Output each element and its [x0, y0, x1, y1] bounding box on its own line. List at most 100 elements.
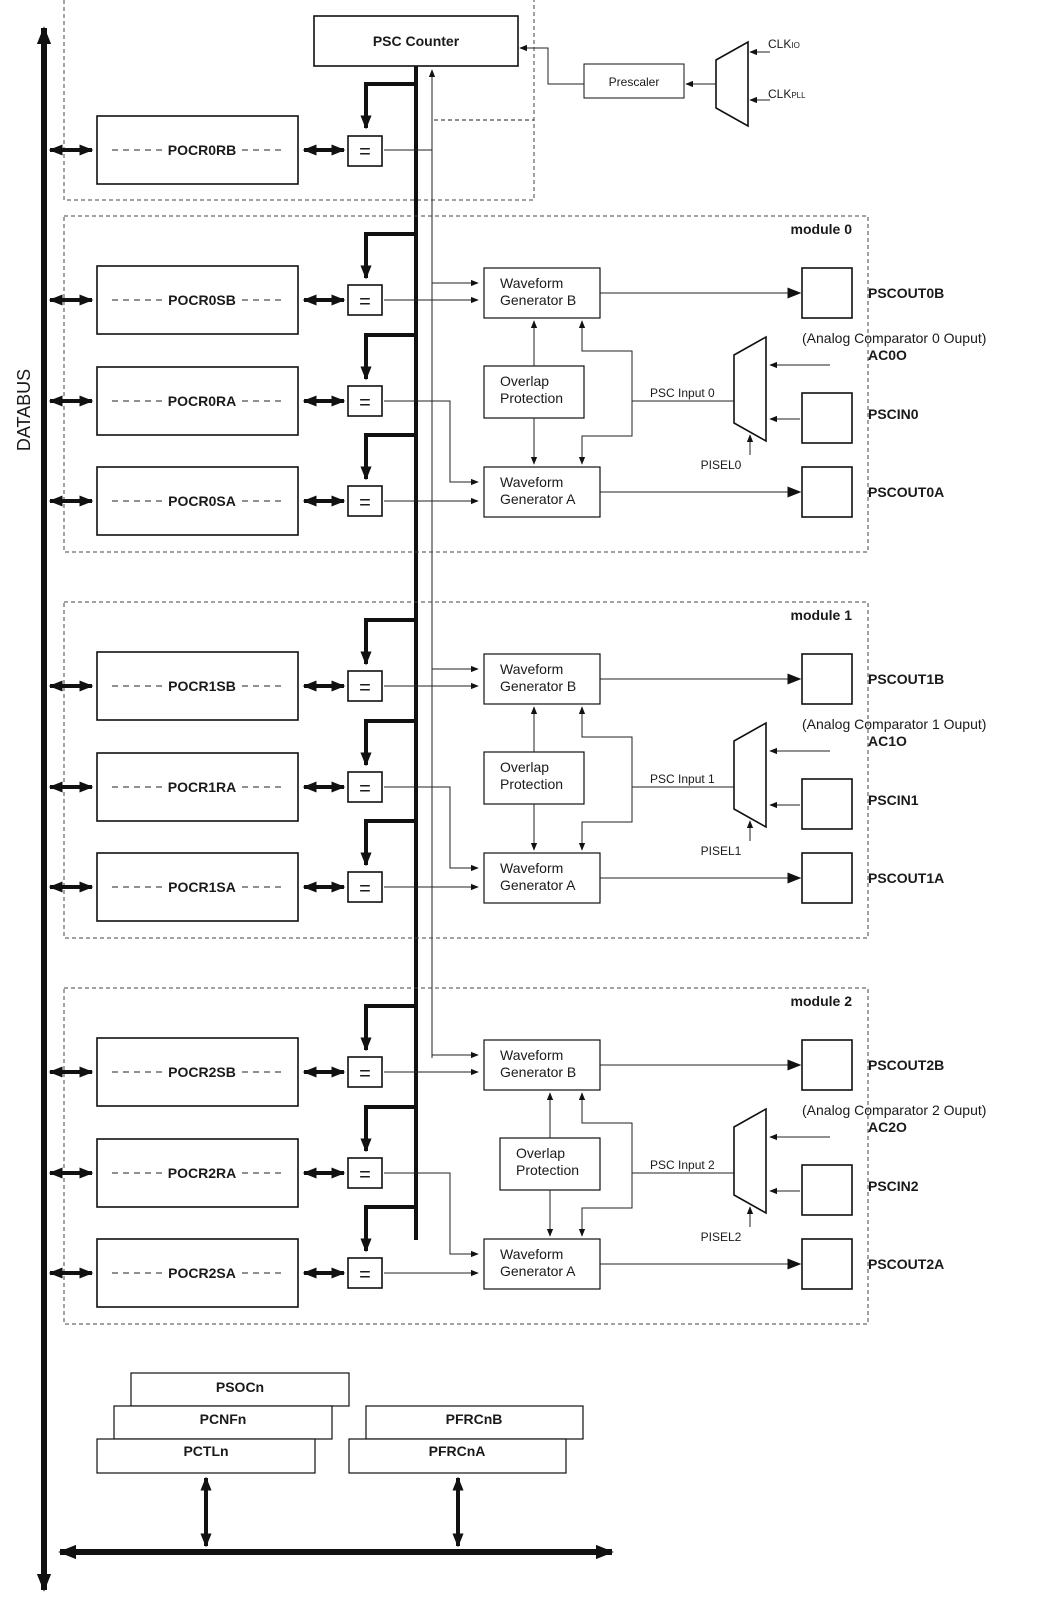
register-label: POCR1SB: [168, 678, 236, 694]
waveform-box: [483, 1039, 601, 1091]
modules-layer: module 0POCR0SB=POCR0RA=POCR0SA=Waveform…: [48, 215, 986, 1325]
waveform-label-line2: Generator B: [500, 292, 576, 308]
control-registers: PSOCn PCNFn PCTLn PFRCnB PFRCnA: [96, 1372, 584, 1548]
module-title: module 0: [791, 221, 853, 237]
register-label: POCR2SA: [168, 1265, 236, 1281]
comparator-box: [347, 284, 383, 316]
waveform-label-line1: Waveform: [500, 275, 563, 291]
register-label: POCR0RA: [168, 393, 236, 409]
psc-input-to-waveform-a: [578, 1173, 633, 1237]
register-pctln-label: PCTLn: [183, 1443, 228, 1459]
overlap-box: [483, 365, 585, 419]
output-pin-box: [801, 1238, 853, 1290]
comparator-symbol: =: [359, 1264, 371, 1286]
prescaler-box: [583, 63, 685, 99]
counter-bus-to-comparator: [360, 333, 416, 381]
register-pfrcna-label: PFRCnA: [429, 1443, 486, 1459]
psc-input-to-waveform-b: [578, 706, 734, 788]
register-pocr0rb-label: POCR0RB: [168, 142, 236, 158]
module-title: module 2: [791, 993, 853, 1009]
psc-input-label: PSC Input 1: [650, 772, 715, 786]
register-psocn: [130, 1372, 350, 1407]
counter-bus-to-comparator-0rb: [360, 82, 416, 130]
waveform-label-line1: Waveform: [500, 1047, 563, 1063]
pscin-label: PSCIN0: [868, 406, 919, 422]
psc-input-label: PSC Input 2: [650, 1158, 715, 1172]
register-row: POCR0SB=: [48, 232, 479, 335]
overlap-label-line2: Protection: [500, 776, 563, 792]
comparator-box: [347, 771, 383, 803]
analog-comparator-note: (Analog Comparator 2 Ouput): [802, 1102, 986, 1118]
comparator-symbol: =: [359, 492, 371, 514]
waveform-label-line1: Waveform: [500, 1246, 563, 1262]
register-pcnfn: [113, 1405, 333, 1440]
comparator-output: [384, 786, 479, 872]
comparator-symbol: =: [359, 677, 371, 699]
ac-label: AC1O: [868, 733, 907, 749]
output-pin-label: PSCOUT2B: [868, 1057, 944, 1073]
comparator-box: [347, 1157, 383, 1189]
psc-input-label: PSC Input 0: [650, 386, 715, 400]
register-label: POCR2RA: [168, 1165, 236, 1181]
output-pin-label: PSCOUT1B: [868, 671, 944, 687]
waveform-label-line2: Generator B: [500, 678, 576, 694]
register-row: POCR0RA=: [48, 333, 479, 486]
counter-bus-to-comparator: [360, 1004, 416, 1052]
psc-input-to-waveform-b: [578, 1092, 734, 1174]
register-pfrcnb: [365, 1405, 584, 1440]
register-psocn-label: PSOCn: [216, 1379, 264, 1395]
waveform-box: [483, 466, 601, 518]
comparator-output: [384, 1172, 479, 1258]
pscin-pin-box: [801, 778, 853, 830]
psc-input-to-waveform-b: [578, 320, 734, 402]
module-1: module 1 POCR1SB = POCR1RA = POCR1SA= Waveform…: [48, 601, 986, 939]
waveform-label-line2: Generator B: [500, 1064, 576, 1080]
comparator-box: [347, 485, 383, 517]
output-pin-box: [801, 466, 853, 518]
counter-bus-to-comparator: [360, 1105, 416, 1153]
psc-input-mux: PSC Input 2 PISEL2 PSCIN2 (Analog Comparato…: [578, 1092, 986, 1244]
pscin-label: PSCIN2: [868, 1178, 919, 1194]
waveform-label-line2: Generator A: [500, 877, 576, 893]
comparator-box: [347, 1257, 383, 1289]
comparator-symbol: =: [359, 778, 371, 800]
output-pin-label: PSCOUT0A: [868, 484, 944, 500]
module-0: module 0 POCR0SB=POCR0RA= POCR0SA = Waveform…: [48, 215, 986, 553]
register-row: POCR2SB=: [48, 1004, 479, 1107]
module-border: [63, 987, 869, 1325]
register-row: POCR1RA =: [48, 719, 479, 872]
comparator-box: [347, 385, 383, 417]
comparator-box: [347, 1056, 383, 1088]
output-pin-label: PSCOUT1A: [868, 870, 944, 886]
pisel-label: PISEL0: [701, 458, 742, 472]
counter-bus-to-comparator: [360, 618, 416, 666]
register-row: POCR1SA=: [48, 819, 479, 922]
module-title: module 1: [791, 607, 853, 623]
comparator-output: [384, 400, 479, 486]
clock-mux: [715, 40, 749, 128]
register-label: POCR1SA: [168, 879, 236, 895]
counter-bus-to-comparator: [360, 232, 416, 280]
register-label: POCR0SA: [168, 493, 236, 509]
register-label: POCR0SB: [168, 292, 236, 308]
pisel-label: PISEL2: [701, 1230, 742, 1244]
prescaler-label: Prescaler: [609, 75, 660, 89]
register-label: POCR1RA: [168, 779, 236, 795]
input-mux-shape: [733, 1107, 767, 1215]
register-row: POCR1SB =: [48, 618, 479, 721]
ac-label: AC0O: [868, 347, 907, 363]
register-row: POCR0SA =: [48, 433, 479, 536]
psc-input-to-waveform-a: [578, 787, 633, 851]
waveform-label-line1: Waveform: [500, 860, 563, 876]
output-pin-box: [801, 653, 853, 705]
module-2: module 2POCR2SB=POCR2RA=POCR2SA=Waveform…: [48, 987, 986, 1325]
pisel-label: PISEL1: [701, 844, 742, 858]
waveform-box: [483, 1238, 601, 1290]
